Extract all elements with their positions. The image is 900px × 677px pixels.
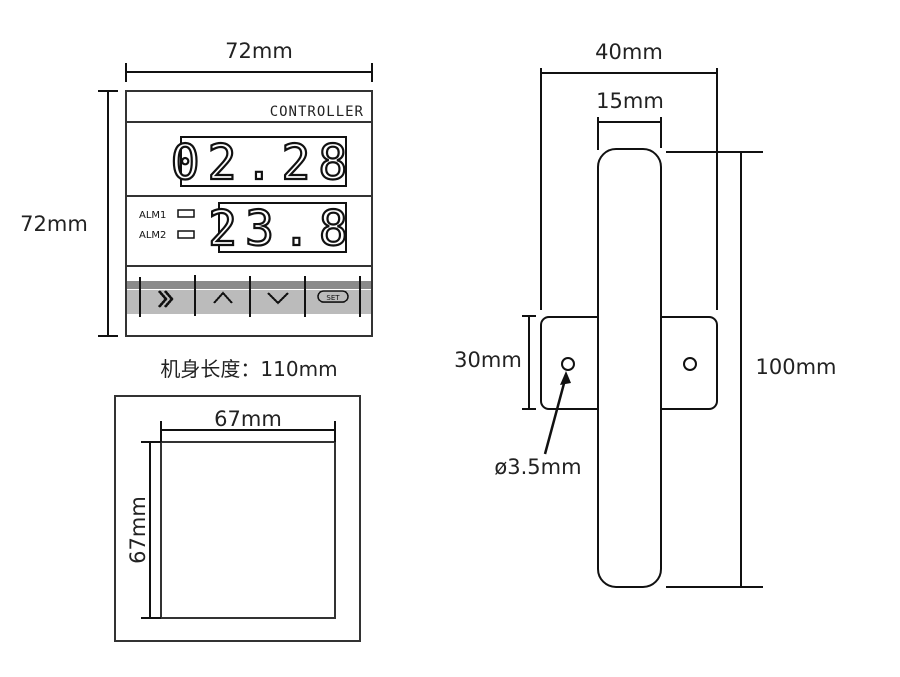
double-chevron-right-icon — [158, 290, 174, 308]
side-view: 40mm 15mm 30mm ø3.5mm 100mm — [454, 40, 837, 588]
bottom-display-value: 23.8 — [208, 201, 356, 257]
hole-diameter-label: ø3.5mm — [494, 455, 581, 479]
body-width-label: 15mm — [596, 89, 664, 113]
bracket-height-label: 30mm — [454, 348, 522, 372]
alarm-1-label: ALM1 — [139, 210, 166, 221]
cutout-width-label: 67mm — [214, 407, 282, 431]
bottom-display — [218, 202, 347, 253]
front-width-label: 72mm — [225, 39, 293, 63]
set-button[interactable]: SET — [317, 290, 349, 303]
mounting-hole-left — [561, 357, 575, 371]
down-button[interactable] — [267, 292, 289, 305]
chevron-down-icon — [267, 292, 289, 305]
top-display — [180, 136, 347, 187]
alarm-2-indicator — [177, 230, 195, 239]
alarm-2-label: ALM2 — [139, 230, 166, 241]
body-length-label: 机身长度：110mm — [160, 357, 337, 381]
length-label: 100mm — [756, 355, 837, 379]
alarm-1-indicator — [177, 209, 195, 218]
mounting-hole-right — [683, 357, 697, 371]
set-button-icon — [317, 290, 349, 303]
front-height-label: 72mm — [20, 212, 88, 236]
front-height-dimension: 72mm — [20, 90, 118, 337]
cutout-square — [160, 441, 336, 619]
top-display-value: 02.28 — [171, 135, 356, 191]
cutout-height-label: 67mm — [126, 496, 150, 564]
cutout-view: 67mm 67mm — [114, 395, 361, 642]
hole-pointer-arrow — [543, 375, 568, 455]
set-button-label: SET — [326, 294, 340, 302]
shift-button[interactable] — [158, 290, 174, 308]
brand-label: CONTROLLER — [270, 104, 364, 120]
front-view: 72mm 72mm CONTROLLER 02.28 ALM1 ALM2 23.… — [20, 39, 373, 381]
front-width-dimension: 72mm — [125, 39, 373, 82]
chevron-up-icon — [213, 291, 233, 304]
controller-side-body — [597, 148, 662, 588]
up-button[interactable] — [213, 291, 233, 304]
keypad: SET — [127, 275, 371, 317]
overall-width-label: 40mm — [595, 40, 663, 64]
